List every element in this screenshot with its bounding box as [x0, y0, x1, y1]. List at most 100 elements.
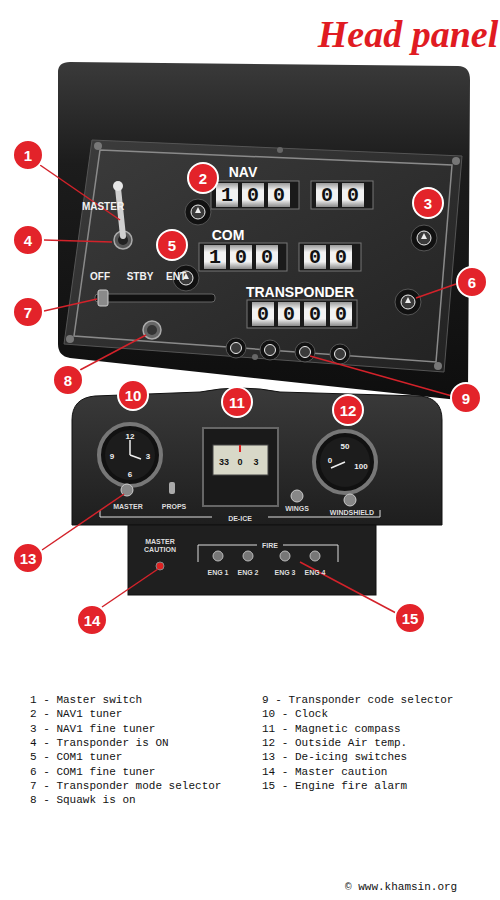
dial-number: 9 — [110, 452, 114, 461]
compass-number: 3 — [253, 457, 258, 467]
display-digits: 00 — [321, 184, 373, 207]
clock-gauge — [99, 424, 161, 486]
key-entry: 15 - Engine fire alarm — [262, 780, 407, 792]
callout-circle — [118, 380, 148, 410]
panel-label: DE-ICE — [228, 515, 252, 522]
callout-number: 15 — [402, 610, 419, 627]
compass-gauge — [203, 428, 278, 506]
tuner-knob — [411, 225, 437, 251]
tuner-knob — [173, 199, 437, 364]
face-plate — [74, 150, 452, 362]
master-switch — [113, 181, 132, 249]
de-ice-switch — [291, 490, 303, 502]
mode-slider — [98, 290, 108, 306]
warning-lamp — [213, 551, 223, 561]
panel-label: ENG 3 — [274, 569, 295, 576]
callout-number: 3 — [424, 195, 432, 212]
oat-gauge — [320, 437, 370, 487]
callout-number: 8 — [64, 372, 72, 389]
leader-line — [40, 165, 456, 613]
callout-circle — [333, 395, 363, 425]
key-entry: 8 - Squawk is on — [30, 794, 136, 806]
master-switch — [118, 188, 123, 236]
panel-label: ENG 4 — [304, 569, 325, 576]
tuner-knob — [226, 338, 246, 358]
tuner-knob — [231, 343, 242, 354]
key-entry: 3 - NAV1 fine tuner — [30, 723, 155, 735]
callout-circle — [13, 140, 43, 170]
dial-number: 6 — [128, 470, 132, 479]
face-plate — [277, 147, 283, 153]
digit-display — [199, 243, 287, 271]
callout-number: 5 — [168, 237, 176, 254]
callout-number: 12 — [340, 402, 357, 419]
tuner-knob — [295, 342, 315, 362]
tuner-knob — [421, 233, 427, 239]
master-switch — [113, 181, 123, 191]
digit-display — [199, 181, 373, 328]
panel-label: WINDSHIELD — [330, 509, 374, 516]
display-digits: 0000 — [257, 303, 361, 326]
dial-number: 50 — [341, 442, 350, 451]
callout-circle — [13, 140, 487, 635]
tuner-knob — [395, 289, 421, 315]
callout-circle — [53, 365, 83, 395]
callout-circle — [457, 267, 487, 297]
key-entry: 5 - COM1 tuner — [30, 751, 122, 763]
callout-circle — [395, 603, 425, 633]
leader-line — [80, 335, 146, 370]
lower-panel — [72, 388, 442, 595]
key-entry: 4 - Transponder is ON — [30, 737, 169, 749]
callout-number: 9 — [462, 390, 470, 407]
callout-number: 13 — [20, 550, 37, 567]
key-entry: 2 - NAV1 tuner — [30, 708, 122, 720]
warning-lamp — [310, 551, 320, 561]
key-entry: 1 - Master switch — [30, 694, 142, 706]
face-plate — [94, 142, 102, 150]
callout-circle — [13, 225, 43, 255]
clock-gauge — [129, 440, 131, 455]
key-entry: 12 - Outside Air temp. — [262, 737, 407, 749]
callout-circle — [413, 188, 443, 218]
squawk-lamp — [143, 321, 161, 339]
de-ice-switch — [100, 482, 380, 517]
panel-label: MASTER — [113, 503, 143, 510]
tuner-knob — [417, 231, 431, 245]
lower-panel — [128, 525, 376, 595]
panel-heading: TRANSPONDER — [246, 284, 354, 300]
de-ice-switch — [169, 482, 175, 494]
panel-label: FIRE — [262, 542, 278, 549]
key-entry: 7 - Transponder mode selector — [30, 780, 221, 792]
face-plate — [64, 140, 462, 372]
copyright-note: © www.khamsin.org — [345, 881, 457, 893]
compass-gauge — [213, 445, 268, 475]
tuner-knob — [330, 344, 350, 364]
panel-heading: NAV — [229, 164, 258, 180]
panel-label: PROPS — [162, 503, 187, 510]
mode-slider — [95, 290, 215, 306]
tuner-knob — [335, 349, 346, 360]
key-entry: 14 - Master caution — [262, 766, 387, 778]
warning-lamp — [280, 551, 290, 561]
de-ice-switch — [344, 494, 356, 506]
face-plate — [66, 335, 74, 343]
radio-box — [58, 62, 470, 400]
face-plate — [64, 140, 462, 372]
compass-gauge — [239, 445, 241, 452]
tuner-knob — [191, 205, 205, 219]
leader-line — [300, 562, 396, 613]
panel-label: ENT — [166, 271, 186, 282]
face-plate — [452, 157, 460, 165]
callout-circle — [188, 163, 218, 193]
callout-number: 1 — [24, 147, 32, 164]
key-entry: 6 - COM1 fine tuner — [30, 766, 155, 778]
leader-line — [40, 165, 120, 220]
leader-line — [310, 356, 452, 396]
compass-number: 33 — [219, 457, 229, 467]
tuner-knob — [185, 199, 211, 225]
oat-gauge — [331, 462, 345, 468]
face-plate — [252, 354, 258, 360]
warning-lamp — [243, 551, 253, 561]
